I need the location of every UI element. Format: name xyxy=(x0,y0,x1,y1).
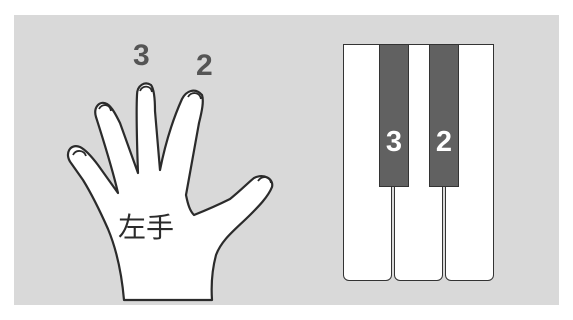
left-hand-label: 左手 xyxy=(118,214,174,242)
finger-number-index: 2 xyxy=(196,51,213,81)
piano-keyboard: 3 2 xyxy=(343,44,496,283)
black-key-finger-3: 3 xyxy=(379,44,409,187)
key-finger-number-2: 2 xyxy=(430,128,458,157)
key-finger-number-3: 3 xyxy=(380,128,408,157)
black-key-finger-2: 2 xyxy=(429,44,459,187)
hand-outline xyxy=(68,83,272,300)
finger-number-middle: 3 xyxy=(133,41,150,71)
